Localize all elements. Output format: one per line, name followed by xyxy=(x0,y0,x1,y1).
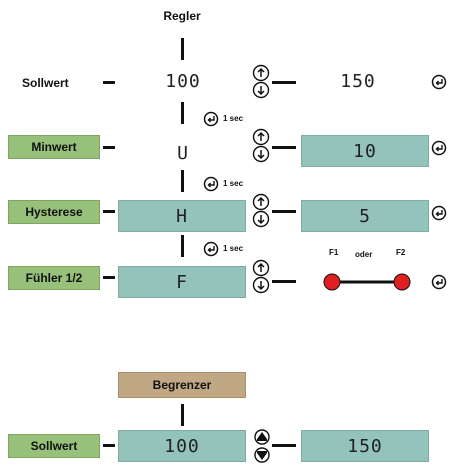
f1-label: F1 xyxy=(329,248,339,257)
one-sec-label: 1 sec xyxy=(223,114,244,123)
hysterese-display: H xyxy=(118,200,246,232)
connector xyxy=(272,81,296,84)
spine-segment xyxy=(181,235,184,257)
minwert-value: U xyxy=(177,143,189,164)
one-sec-label: 1 sec xyxy=(223,244,244,253)
one-sec-label: 1 sec xyxy=(223,179,244,188)
connector xyxy=(272,444,296,447)
begrenzer-sollwert-alt-display: 150 xyxy=(301,430,429,462)
connector xyxy=(103,276,115,279)
connector xyxy=(103,210,115,213)
fuehler-button[interactable]: Fühler 1/2 xyxy=(8,266,100,290)
sollwert-label: Sollwert xyxy=(22,76,69,90)
oder-label: oder xyxy=(355,250,373,259)
minwert-button[interactable]: Minwert xyxy=(8,135,100,159)
connector xyxy=(272,210,296,213)
sollwert-value: 100 xyxy=(165,71,201,92)
f2-label: F2 xyxy=(396,248,406,257)
fuehler-display: F xyxy=(118,266,246,298)
spine-segment xyxy=(181,102,184,124)
connector xyxy=(272,146,296,149)
connector xyxy=(103,444,115,447)
begrenzer-title: Begrenzer xyxy=(118,372,246,398)
begrenzer-sollwert-button[interactable]: Sollwert xyxy=(8,434,100,458)
hysterese-button[interactable]: Hysterese xyxy=(8,200,100,224)
regler-title: Regler xyxy=(163,9,201,23)
connector xyxy=(103,81,115,84)
minwert-alt-display: 10 xyxy=(301,135,429,167)
hysterese-alt-display: 5 xyxy=(301,200,429,232)
spine-segment xyxy=(181,170,184,192)
connector xyxy=(272,280,296,283)
begrenzer-sollwert-display: 100 xyxy=(118,430,246,462)
spine-segment xyxy=(181,38,184,60)
sollwert-alt-value: 150 xyxy=(340,71,376,92)
connector xyxy=(103,146,115,149)
spine-segment xyxy=(181,404,184,426)
